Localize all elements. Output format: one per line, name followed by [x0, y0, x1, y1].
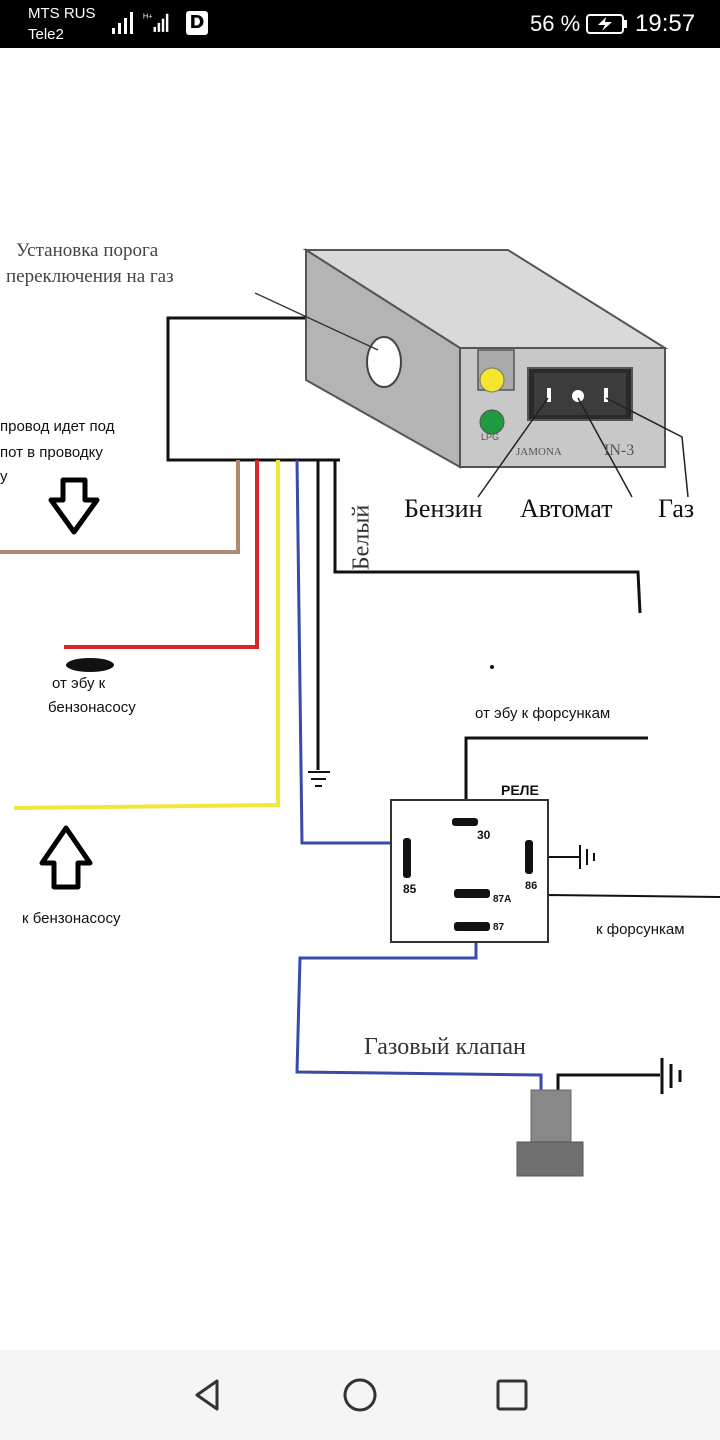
wire-note-line3: у: [0, 468, 8, 485]
wire-ecu-injectors: [464, 736, 648, 820]
mode-auto-label: Автомат: [520, 494, 613, 523]
mode-petrol-label: Бензин: [404, 494, 483, 523]
wire-blue-valve: [295, 927, 543, 1090]
relay-pin-85-contact: [403, 838, 411, 878]
ground-valve-icon: [660, 1058, 682, 1094]
svg-text:H+: H+: [143, 12, 153, 21]
carrier-secondary: Tele2: [28, 26, 64, 43]
ground-relay-icon: [579, 845, 595, 869]
data-saver-badge: D: [186, 11, 208, 35]
wire-valve-ground: [556, 1073, 660, 1090]
connector-icon: [66, 658, 114, 672]
threshold-knob: [366, 336, 402, 388]
clock: 19:57: [635, 10, 696, 37]
navigation-bar: [0, 1350, 720, 1440]
to-injectors-label: к форсункам: [596, 921, 685, 938]
relay-pin-87-contact: [454, 922, 490, 931]
battery-percentage: 56 %: [530, 11, 581, 36]
switch-mark-gas: [604, 388, 608, 402]
arrow-up-icon: [39, 825, 93, 890]
relay-pin-86: 86: [525, 880, 538, 892]
ground-icon: [308, 771, 330, 787]
white-wire-label: Белый: [348, 504, 375, 571]
gas-valve-label: Газовый клапан: [364, 1034, 526, 1060]
relay-pin-30-contact: [452, 818, 478, 826]
status-bar: MTS RUS Tele2 H+ D 56 % 19:57: [0, 0, 720, 48]
relay-pin-87: 87: [493, 922, 505, 933]
signal-strength-icon: [112, 12, 133, 34]
wire-brown: [0, 460, 240, 554]
relay-pin-30: 30: [477, 828, 491, 842]
wire-white: [333, 460, 642, 614]
gas-leader-line: [605, 397, 689, 498]
petrol-leader-line: [477, 397, 549, 498]
battery-charging-icon: [586, 14, 627, 34]
brand-label: JAMONA: [516, 446, 562, 458]
relay-pin-87a: 87A: [493, 894, 512, 905]
home-icon[interactable]: [340, 1375, 380, 1415]
mode-gas-label: Газ: [658, 494, 695, 523]
wiring-diagram-canvas: [0, 248, 720, 1177]
indicator-yellow-icon: [479, 367, 505, 393]
indicator-green-icon: [479, 409, 505, 435]
back-icon[interactable]: [187, 1375, 227, 1415]
wire-note-line1: провод идет под: [0, 418, 115, 435]
recents-icon[interactable]: [492, 1375, 532, 1415]
wire-blue-relay-85: [295, 459, 408, 845]
switch-mark-petrol: [547, 388, 551, 402]
signal-hplus-icon: H+: [143, 12, 169, 32]
wire-yellow: [13, 460, 280, 810]
relay-pin-86-contact: [525, 840, 533, 874]
ecu-to-pump-line2: бензонасосу: [48, 699, 136, 716]
model-label: IN-3: [604, 442, 635, 459]
switch-mark-auto: [572, 390, 584, 402]
threshold-label-line1: Установка порога: [16, 240, 159, 261]
indicator-lpg-label: LPG: [481, 432, 500, 442]
switch-box: [302, 248, 669, 469]
dot-mark: [490, 665, 494, 669]
ecu-to-injectors-label: от эбу к форсункам: [475, 705, 611, 722]
relay-title: РЕЛЕ: [501, 782, 539, 798]
harness-outline: [166, 316, 340, 462]
auto-leader-line: [577, 397, 633, 498]
ecu-to-pump-line1: от эбу к: [52, 675, 106, 692]
carrier-primary: MTS RUS: [28, 5, 96, 22]
gas-valve-body: [530, 1089, 572, 1143]
arrow-down-icon: [48, 477, 100, 535]
to-fuel-pump-label: к бензонасосу: [22, 910, 121, 927]
relay-pin-85: 85: [403, 882, 417, 896]
threshold-leader-line: [254, 292, 379, 351]
threshold-label-line2: переключения на газ: [6, 266, 174, 287]
wire-note-line2: пот в проводку: [0, 444, 103, 461]
wiring-diagram: Установка порога переключения на газ про…: [0, 48, 720, 1350]
relay-pin-87a-contact: [454, 889, 490, 898]
gas-valve-base: [516, 1141, 584, 1177]
wire-red: [64, 460, 259, 649]
